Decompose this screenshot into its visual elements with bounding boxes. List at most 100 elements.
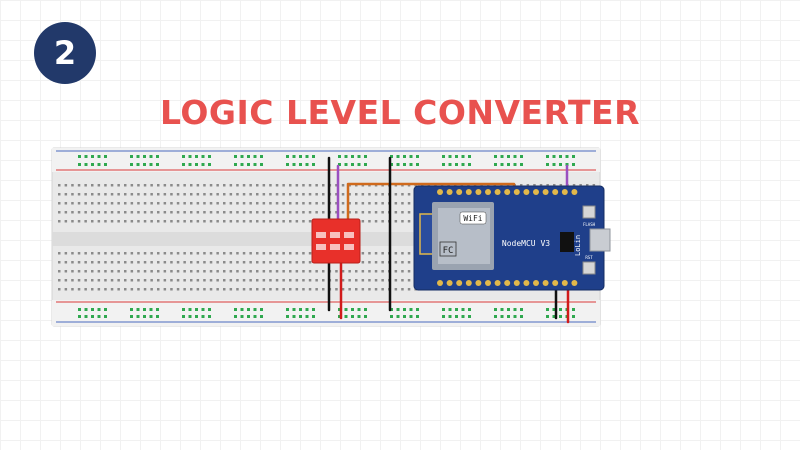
terminal-hole	[137, 184, 140, 187]
terminal-hole	[348, 202, 351, 205]
terminal-hole	[249, 252, 252, 255]
terminal-hole	[295, 220, 299, 223]
terminal-hole	[170, 270, 173, 273]
terminal-hole	[183, 211, 186, 214]
terminal-hole	[64, 252, 68, 255]
terminal-hole	[130, 211, 134, 214]
terminal-hole	[579, 184, 582, 187]
terminal-hole	[249, 211, 252, 214]
terminal-hole	[143, 270, 147, 273]
rail-hole	[201, 315, 205, 318]
terminal-hole	[269, 220, 272, 223]
rail-hole	[572, 315, 575, 318]
header-pin	[523, 189, 530, 195]
terminal-hole	[341, 202, 345, 205]
rail-hole	[396, 315, 400, 318]
terminal-hole	[553, 184, 556, 187]
terminal-hole	[322, 279, 325, 282]
terminal-hole	[196, 288, 200, 291]
terminal-hole	[275, 193, 279, 196]
terminal-hole	[91, 193, 94, 196]
terminal-hole	[282, 220, 285, 223]
terminal-hole	[368, 220, 371, 223]
converter-pad-1	[316, 232, 326, 238]
rail-hole	[448, 155, 452, 158]
terminal-hole	[249, 202, 252, 205]
terminal-hole	[91, 279, 94, 282]
terminal-hole	[216, 270, 219, 273]
terminal-hole	[401, 211, 404, 214]
terminal-hole	[308, 270, 312, 273]
terminal-hole	[295, 252, 299, 255]
terminal-hole	[150, 220, 153, 223]
rail-hole	[461, 308, 465, 311]
terminal-hole	[110, 184, 114, 187]
terminal-hole	[71, 211, 74, 214]
terminal-hole	[143, 202, 147, 205]
rail-hole	[448, 315, 452, 318]
terminal-hole	[242, 288, 246, 291]
terminal-hole	[236, 184, 239, 187]
rail-hole	[565, 155, 569, 158]
terminal-hole	[401, 288, 404, 291]
terminal-hole	[77, 279, 81, 282]
rail-hole	[156, 308, 159, 311]
rail-hole	[338, 155, 341, 158]
rail-hole	[461, 163, 465, 166]
terminal-hole	[91, 202, 94, 205]
rail-hole	[572, 155, 575, 158]
rail-hole	[208, 155, 211, 158]
terminal-hole	[341, 193, 345, 196]
terminal-hole	[381, 261, 384, 264]
terminal-hole	[137, 211, 140, 214]
terminal-hole	[137, 288, 140, 291]
terminal-hole	[143, 193, 147, 196]
rail-hole	[338, 315, 341, 318]
terminal-hole	[71, 288, 74, 291]
terminal-hole	[157, 184, 160, 187]
terminal-hole	[289, 288, 292, 291]
rail-hole	[351, 315, 354, 318]
terminal-hole	[84, 288, 87, 291]
terminal-hole	[77, 252, 81, 255]
terminal-hole	[163, 184, 167, 187]
rail-hole	[572, 163, 575, 166]
terminal-hole	[289, 220, 292, 223]
terminal-hole	[58, 288, 61, 291]
terminal-hole	[223, 184, 226, 187]
rail-hole	[292, 308, 296, 311]
terminal-hole	[295, 279, 299, 282]
terminal-hole	[275, 202, 279, 205]
terminal-hole	[275, 252, 279, 255]
terminal-hole	[130, 252, 134, 255]
rail-hole	[351, 155, 354, 158]
terminal-hole	[249, 220, 252, 223]
terminal-hole	[170, 193, 173, 196]
terminal-hole	[374, 279, 378, 282]
terminal-hole	[117, 193, 120, 196]
fcc-mark	[439, 241, 457, 257]
top-rail-holes	[78, 155, 575, 166]
terminal-hole	[374, 270, 378, 273]
terminal-hole	[275, 220, 279, 223]
rail-hole	[403, 163, 406, 166]
rail-hole	[253, 315, 257, 318]
rail-hole	[292, 155, 296, 158]
rail-hole	[396, 155, 400, 158]
terminal-hole	[150, 252, 153, 255]
terminal-hole	[302, 252, 305, 255]
terminal-hole	[209, 202, 213, 205]
terminal-hole	[308, 252, 312, 255]
terminal-hole	[236, 270, 239, 273]
terminal-hole	[124, 270, 127, 273]
terminal-hole	[170, 252, 173, 255]
rail-hole	[396, 163, 400, 166]
terminal-hole	[183, 261, 186, 264]
terminal-hole	[289, 270, 292, 273]
terminal-hole	[256, 193, 259, 196]
terminal-hole	[275, 279, 279, 282]
rail-hole	[513, 308, 517, 311]
terminal-hole	[209, 184, 213, 187]
rail-hole	[182, 308, 185, 311]
micro-usb-port	[589, 228, 611, 252]
